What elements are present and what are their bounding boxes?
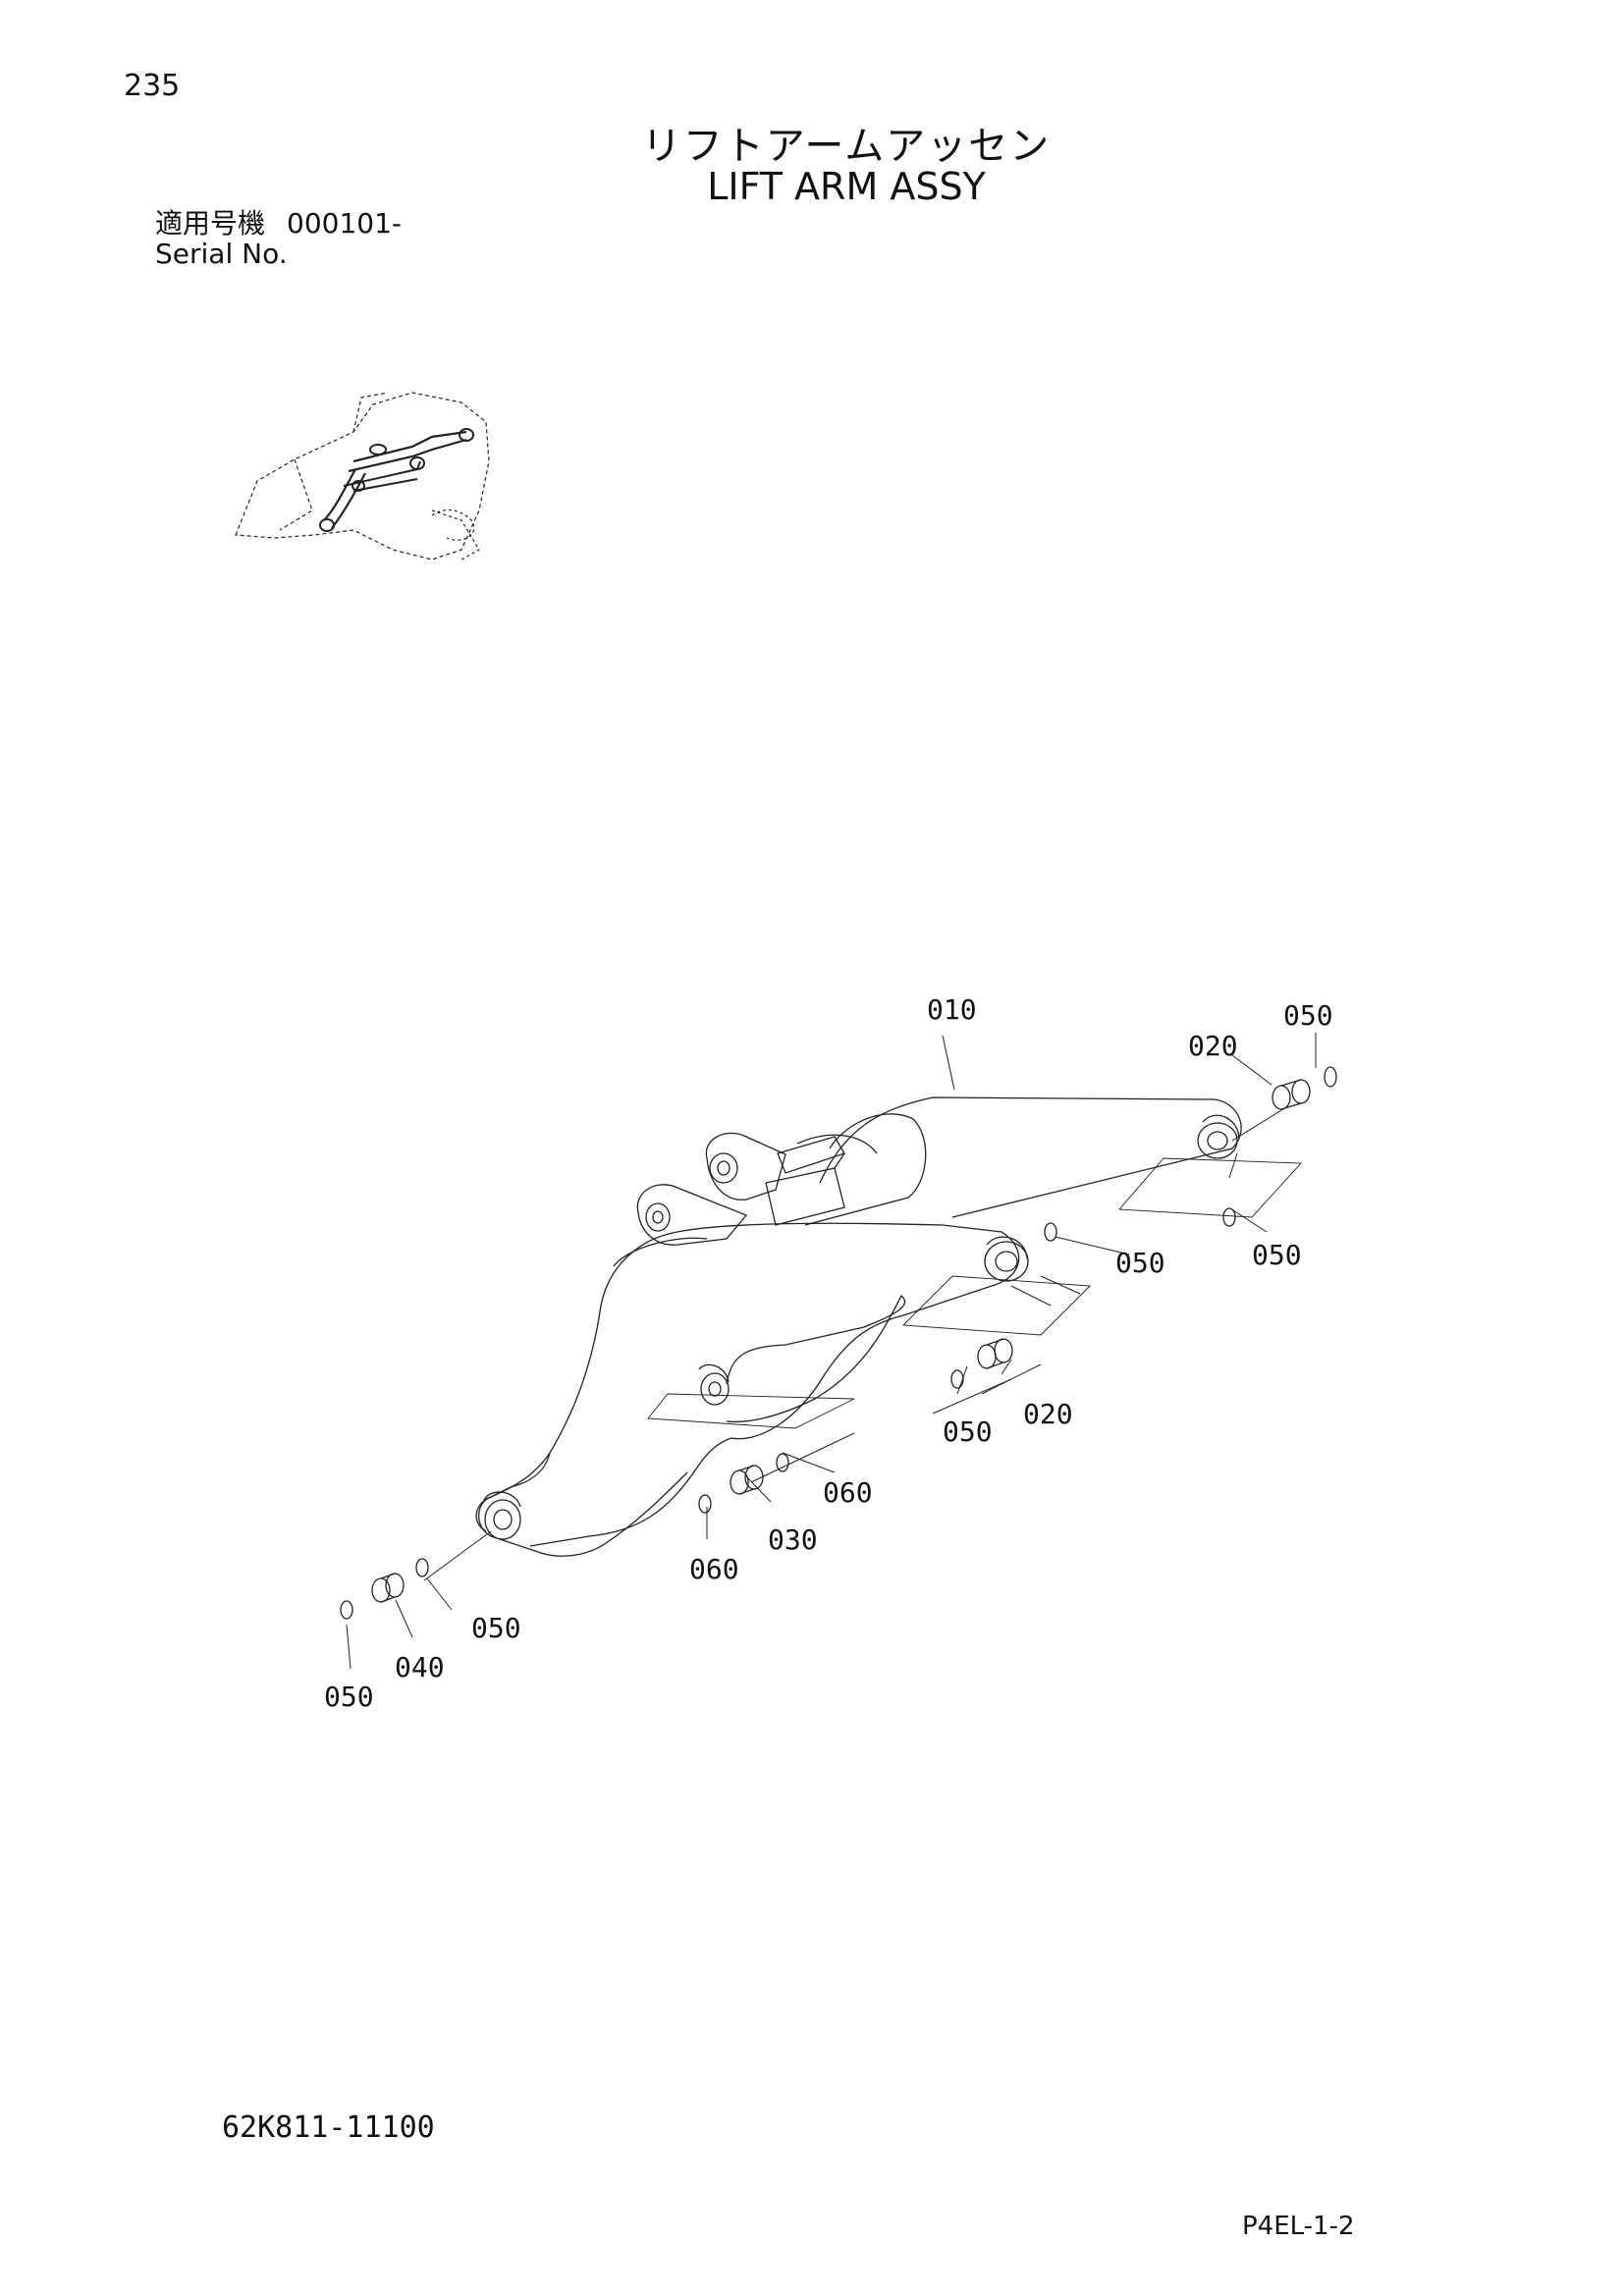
- seal-050-top: [1324, 1066, 1337, 1088]
- page-reference: P4EL-1-2: [1242, 2212, 1355, 2241]
- reference-planes: [647, 1157, 1302, 1429]
- serial-label-japanese: 適用号機: [155, 207, 266, 240]
- seal-050-bottom: [340, 1600, 353, 1620]
- locator-thumbnail: [235, 392, 490, 561]
- seal-060-right: [776, 1453, 789, 1472]
- callout-010: 010: [927, 993, 977, 1026]
- serial-label-english: Serial No.: [155, 238, 288, 270]
- callout-050-top: 050: [1283, 999, 1333, 1032]
- seal-050-low: [415, 1558, 429, 1577]
- callout-050-mid: 050: [1115, 1247, 1165, 1279]
- callout-030: 030: [768, 1523, 818, 1556]
- callout-020-mid: 020: [1023, 1398, 1073, 1430]
- part-number: 62K811-11100: [222, 2110, 435, 2145]
- bushing-020-top: [1272, 1079, 1311, 1110]
- callout-040: 040: [395, 1651, 445, 1683]
- callout-060-right: 060: [823, 1476, 873, 1509]
- page-number: 235: [124, 69, 181, 103]
- title-english: LIFT ARM ASSY: [707, 165, 986, 208]
- bushing-040: [371, 1573, 405, 1603]
- callout-050-mid2: 050: [943, 1415, 993, 1448]
- small-parts: [340, 1066, 1337, 1620]
- seal-050-mid2: [950, 1369, 964, 1389]
- callout-050-low: 050: [471, 1612, 521, 1644]
- bushing-020-mid: [977, 1338, 1013, 1369]
- serial-row: 適用号機 000101-: [155, 202, 402, 241]
- seal-060-left: [698, 1494, 712, 1514]
- callout-050-right: 050: [1252, 1239, 1302, 1271]
- callout-020-top: 020: [1188, 1030, 1238, 1062]
- callout-050-bottom: 050: [324, 1681, 374, 1713]
- seal-050-mid: [1044, 1222, 1057, 1242]
- bushing-030: [730, 1465, 764, 1495]
- leader-lines: [346, 1033, 1317, 1670]
- serial-value: 000101-: [287, 207, 403, 240]
- callout-060-left: 060: [689, 1553, 739, 1585]
- seal-050-right: [1222, 1207, 1236, 1227]
- title-japanese: リフトアームアッセン: [641, 124, 1052, 169]
- lift-arm-part-010: [475, 1096, 1242, 1557]
